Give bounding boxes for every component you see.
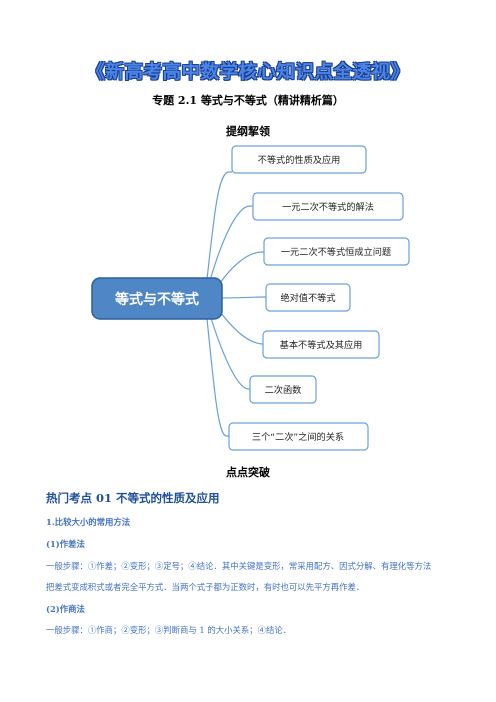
branch-label-5: 基本不等式及其应用 <box>280 339 363 351</box>
quotient-method-line-1: 一般步骤：①作商；②变形；③判断商与 1 的大小关系；④结论． <box>46 625 292 635</box>
branch-label-1: 不等式的性质及应用 <box>258 154 341 166</box>
document-banner-title: 《新高考高中数学核心知识点全透视》 <box>86 62 410 83</box>
document-subtitle: 专题 2.1 等式与不等式（精讲精析篇） <box>152 94 344 107</box>
difference-method-line-2: 把差式变成积式或者完全平方式．当两个式子都为正数时，有时也可以先平方再作差． <box>46 582 365 592</box>
branch-label-3: 一元二次不等式恒成立问题 <box>281 246 391 258</box>
branch-label-7: 三个“二次”之间的关系 <box>252 431 344 443</box>
connector-1 <box>204 171 232 299</box>
difference-method-title: (1)作差法 <box>46 539 85 549</box>
quotient-method-title: (2)作商法 <box>46 604 85 614</box>
branch-box-7 <box>228 422 369 451</box>
branch-box-5 <box>262 330 380 359</box>
branch-label-4: 绝对值不等式 <box>280 292 335 304</box>
branch-label-6: 二次函数 <box>265 384 302 396</box>
branch-box-1 <box>231 145 367 174</box>
mind-map-center-node <box>91 277 223 320</box>
connector-7 <box>204 297 229 437</box>
branch-box-6 <box>249 375 317 404</box>
branch-label-2: 一元二次不等式的解法 <box>282 201 374 213</box>
branch-box-2 <box>252 192 404 221</box>
outline-heading: 提纲挈领 <box>226 125 270 138</box>
mind-map-center-label: 等式与不等式 <box>115 291 199 308</box>
method-title: 1.比较大小的常用方法 <box>46 517 131 527</box>
difference-method-line-1: 一般步骤：①作差；②变形；③定号；④结论．其中关键是变形，常采用配方、因式分解、… <box>46 561 432 571</box>
connector-4 <box>221 296 266 299</box>
connector-2 <box>204 205 253 299</box>
branch-box-3 <box>263 237 410 266</box>
breakthrough-heading: 点点突破 <box>226 466 270 479</box>
branch-box-4 <box>265 283 351 312</box>
hot-topic-heading: 热门考点 01 不等式的性质及应用 <box>46 491 220 505</box>
